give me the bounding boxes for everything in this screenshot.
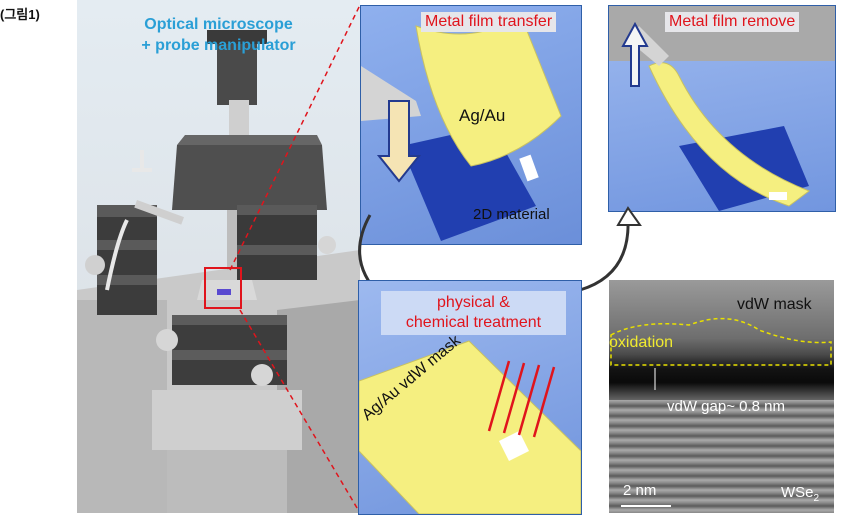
panel-treatment: physical & chemical treatment Ag/Au vdW … xyxy=(358,280,582,515)
tem-gap-label: vdW gap~ 0.8 nm xyxy=(667,398,785,415)
tem-lattice xyxy=(609,400,834,513)
arrow-up-icon xyxy=(579,219,630,292)
tem-material-subscript: 2 xyxy=(813,493,820,504)
microscope-drawing xyxy=(77,30,360,513)
microscope-title-line1: Optical microscope xyxy=(144,16,293,33)
panel-metal-film-transfer: Metal film transfer Ag/Au 2D material xyxy=(360,5,582,245)
transfer-film-label: Ag/Au xyxy=(459,106,506,125)
transfer-drawing xyxy=(361,15,562,241)
transfer-material-label: 2D material xyxy=(473,206,550,223)
tem-image: vdW mask oxidation vdW gap~ 0.8 nm 2 nm … xyxy=(609,280,834,513)
remove-drawing xyxy=(609,6,835,211)
tem-material-base: WSe xyxy=(781,484,814,501)
tem-overlay xyxy=(610,317,832,507)
microscope-illustration: Optical microscope + probe manipulator xyxy=(77,0,360,513)
tem-mask-label: vdW mask xyxy=(737,296,812,313)
tem-oxidation-label: oxidation xyxy=(609,334,674,351)
tem-scale-label: 2 nm xyxy=(623,482,657,499)
remove-title: Metal film remove xyxy=(665,12,800,32)
microscope-title-line2: + probe manipulator xyxy=(141,37,296,54)
microscope-title: Optical microscope + probe manipulator xyxy=(77,14,360,56)
treatment-drawing xyxy=(359,340,581,514)
treatment-title-line2: chemical treatment xyxy=(405,314,542,331)
tem-material-label: WSe2 xyxy=(781,484,819,504)
transfer-title: Metal film transfer xyxy=(421,12,557,32)
treatment-title-line1: physical & xyxy=(437,294,510,311)
treatment-title: physical & chemical treatment xyxy=(381,291,566,335)
figure-label: (그림1) xyxy=(0,7,40,22)
panel-metal-film-remove: Metal film remove xyxy=(608,5,836,212)
